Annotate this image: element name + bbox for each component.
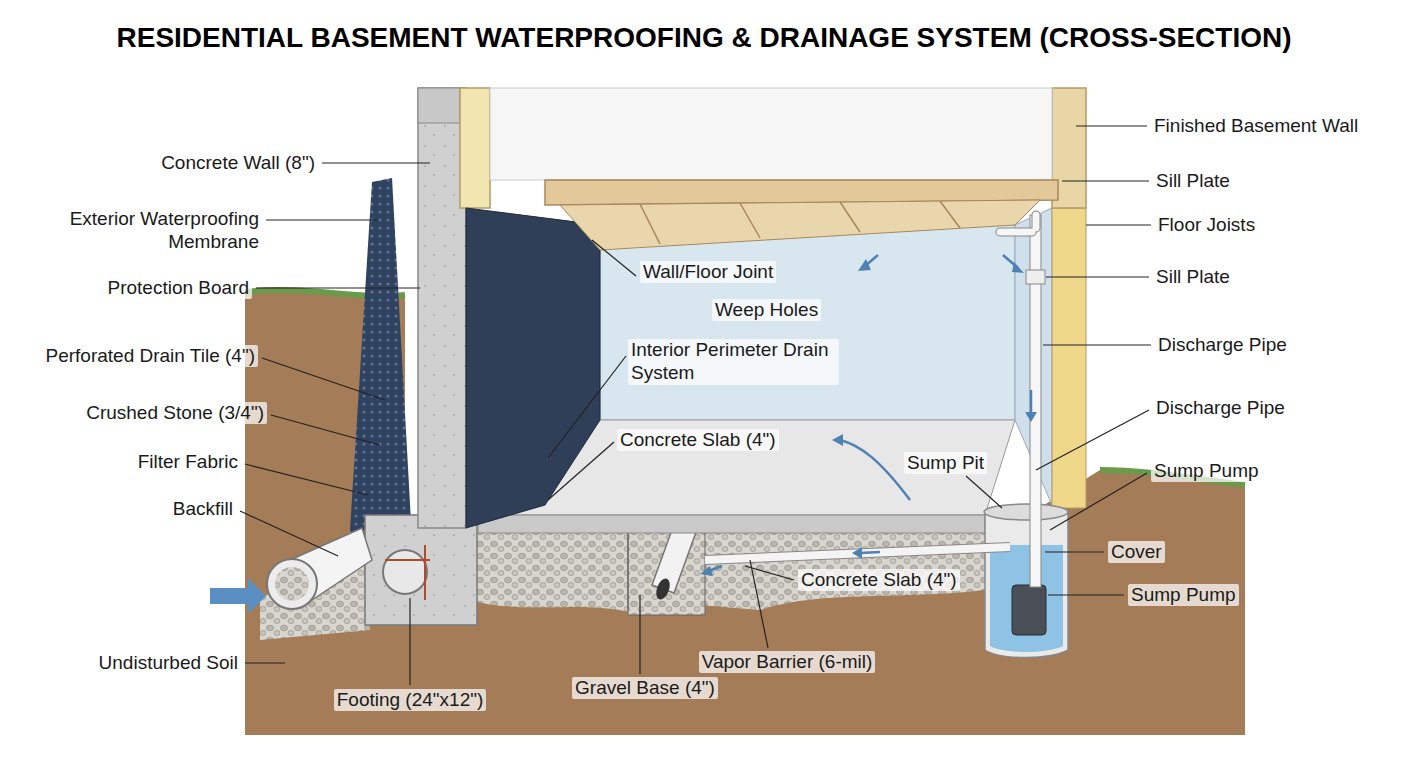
part-label: Concrete Wall (8") — [158, 152, 318, 175]
leader-line — [240, 511, 338, 556]
part-label: Footing (24"x12") — [334, 689, 487, 712]
joist — [940, 201, 960, 228]
joist — [640, 204, 660, 244]
flow-arrow — [840, 440, 910, 500]
arrowhead — [1012, 262, 1024, 273]
leader-line — [592, 240, 636, 276]
leader-lines — [240, 126, 1151, 685]
footing-pipe — [383, 550, 427, 594]
part-label: Vapor Barrier (6-mil) — [699, 651, 876, 674]
part-label: Protection Board — [104, 277, 252, 300]
leader-line — [245, 662, 285, 663]
drain-tile-end — [267, 559, 317, 609]
leader-line — [1076, 125, 1147, 126]
leader-line — [271, 415, 380, 445]
leader-line — [262, 358, 385, 400]
insulation — [1052, 208, 1086, 508]
footing — [365, 515, 477, 625]
part-label: Discharge Pipe — [1155, 334, 1290, 357]
sump-pit — [985, 512, 1068, 658]
leader-line — [1086, 224, 1151, 225]
leader-line — [1062, 180, 1149, 181]
arrowhead — [1025, 412, 1037, 422]
wall-cap — [418, 88, 460, 123]
sump-pump — [1012, 585, 1046, 635]
flow-arrow — [1030, 390, 1033, 415]
flow-arrows — [706, 255, 1031, 572]
part-label: Sump Pit — [904, 452, 987, 475]
drain-line — [705, 547, 1010, 560]
part-label: Filter Fabric — [135, 451, 241, 474]
leader-line — [1050, 473, 1147, 530]
part-label: Backfill — [170, 498, 236, 521]
part-label: Weep Holes — [712, 299, 821, 322]
leader-line — [322, 162, 430, 163]
leader-line — [1043, 344, 1151, 345]
floor-slab-edge — [478, 515, 985, 533]
part-label: Concrete Slab (4") — [617, 429, 779, 452]
discharge-elbow — [1000, 215, 1036, 232]
part-label: Exterior Waterproofing Membrane — [34, 208, 262, 254]
arrowhead — [858, 259, 871, 271]
leader-line — [548, 442, 614, 500]
water-arrow — [210, 578, 266, 614]
part-label: Gravel Base (4") — [572, 677, 718, 700]
part-label: Discharge Pipe — [1153, 397, 1288, 420]
dimple-membrane — [350, 178, 412, 565]
floor-joists — [560, 200, 1040, 250]
part-label: Crushed Stone (3/4") — [83, 402, 267, 425]
part-label: Concrete Slab (4") — [798, 569, 960, 592]
back-wall — [600, 225, 1015, 420]
part-label: Sill Plate — [1153, 266, 1233, 289]
arrowheads — [700, 259, 1037, 576]
leader-line — [750, 560, 768, 648]
rebar — [424, 545, 426, 600]
leader-line — [409, 598, 410, 685]
drain-line — [705, 547, 1010, 560]
interior-drain-pipe-end — [654, 577, 673, 602]
part-label: Undisturbed Soil — [96, 652, 241, 675]
sump-cover — [984, 504, 1068, 520]
rebar — [385, 559, 430, 561]
leader-line — [256, 287, 420, 288]
leader-line — [966, 476, 1002, 508]
part-label: Finished Basement Wall — [1151, 115, 1361, 138]
interior-membrane — [466, 208, 600, 528]
leader-line — [245, 464, 368, 495]
drain-tile-stone — [275, 567, 309, 601]
sump-water — [990, 545, 1063, 652]
leader-line — [1045, 551, 1104, 552]
joist — [740, 203, 760, 238]
part-label: Floor Joists — [1155, 214, 1258, 237]
part-label: Sill Plate — [1153, 170, 1233, 193]
arrowhead — [832, 434, 843, 446]
arrowhead — [852, 547, 862, 559]
leader-line — [1048, 594, 1124, 595]
leader-line — [548, 356, 626, 458]
concrete-wall — [418, 88, 466, 528]
upper-wall — [490, 88, 1052, 180]
left-stud — [460, 88, 490, 208]
discharge-elbow — [1000, 215, 1036, 232]
leader-line — [1036, 410, 1149, 470]
pipe-tee — [1026, 270, 1045, 284]
part-label: Perforated Drain Tile (4") — [43, 345, 259, 368]
leader-line — [745, 566, 794, 580]
part-label: Sump Pump — [1128, 584, 1239, 607]
leader-line — [639, 595, 640, 674]
arrowhead — [700, 566, 713, 576]
diagram-title: RESIDENTIAL BASEMENT WATERPROOFING & DRA… — [116, 22, 1291, 54]
part-label: Cover — [1108, 541, 1165, 564]
part-label: Wall/Floor Joint — [640, 261, 776, 284]
leader-line — [266, 219, 378, 220]
flow-arrow — [860, 552, 880, 553]
gravel-base — [470, 532, 985, 612]
part-label: Interior Perimeter Drain System — [628, 339, 839, 385]
joist — [840, 202, 860, 232]
part-label: Sump Pump — [1151, 460, 1262, 483]
leader-line — [1046, 276, 1149, 277]
